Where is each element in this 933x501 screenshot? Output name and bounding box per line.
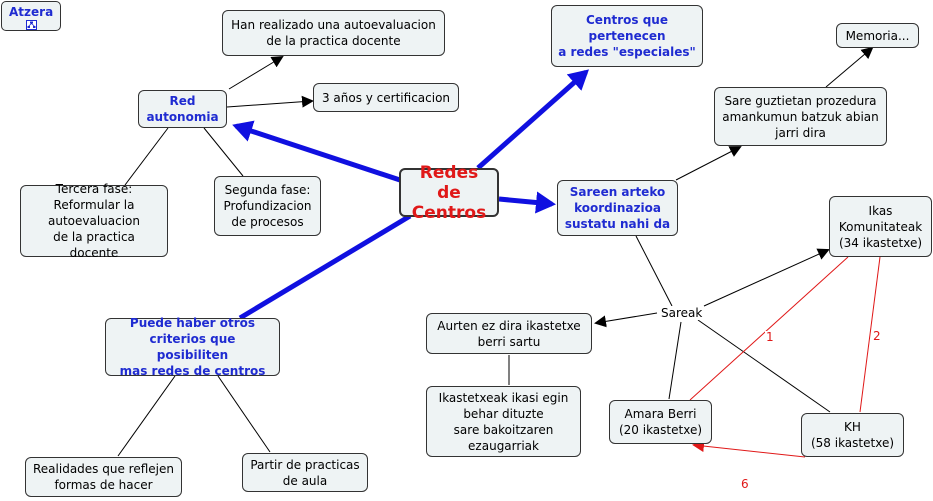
node-tercera-fase[interactable]: Tercera fase: Reformular la autoevaluaci… <box>20 182 168 260</box>
link-saregtz-memoria <box>825 46 874 88</box>
node-autoevaluacion[interactable]: Han realizado una autoevaluacion de la p… <box>222 10 445 56</box>
node-ikastetxeak[interactable]: Ikastetxeak ikasi egin behar dituzte sar… <box>426 386 581 457</box>
node-kh[interactable]: KH (58 ikastetxe) <box>801 413 904 457</box>
node-memoria[interactable]: Memoria... <box>836 23 919 48</box>
node-red-autonomia[interactable]: Red autonomia <box>138 90 227 128</box>
link-puede-realidades <box>117 375 176 457</box>
link-sareen-saregtz <box>675 146 742 181</box>
link-autonomia-tresanos <box>226 95 314 108</box>
node-amara-berri[interactable]: Amara Berri (20 ikastetxe) <box>609 400 712 444</box>
node-sareak[interactable]: Sareak <box>659 306 705 320</box>
atzera-label: Atzera <box>9 5 54 19</box>
link-autonomia-segunda <box>203 127 244 177</box>
atzera-button[interactable]: Atzera <box>1 1 61 31</box>
node-aurten[interactable]: Aurten ez dira ikastetxe berri sartu <box>426 313 592 354</box>
link-kh-ikas <box>859 256 881 413</box>
link-label-amara-ikas: 1 <box>765 330 775 344</box>
node-redes-de-centros[interactable]: Redes de Centros <box>399 163 499 223</box>
link-center-puede <box>238 213 412 321</box>
node-centros-especiales[interactable]: Centros que pertenecen a redes "especial… <box>551 5 703 67</box>
node-segunda-fase[interactable]: Segunda fase: Profundizacion de procesos <box>214 176 321 236</box>
link-sareak-aurten <box>594 312 658 328</box>
node-tres-anos[interactable]: 3 años y certificacion <box>313 83 459 112</box>
map-icon <box>26 20 37 30</box>
link-sareak-ikas <box>703 248 830 307</box>
link-center-sareen <box>498 191 556 214</box>
node-sareen-arteko[interactable]: Sareen arteko koordinazioa sustatu nahi … <box>557 180 678 236</box>
link-autonomia-autoevaluacion <box>228 55 284 90</box>
link-center-especiales <box>476 69 589 170</box>
link-sareak-kh <box>697 319 831 413</box>
link-label-kh-ikas: 2 <box>872 329 882 343</box>
link-kh-amara <box>692 440 806 458</box>
node-realidades[interactable]: Realidades que reflejen formas de hacer <box>25 457 182 497</box>
link-sareen-sareak <box>635 235 673 307</box>
node-ikas-komunitateak[interactable]: Ikas Komunitateak (34 ikastetxe) <box>829 196 932 257</box>
link-autonomia-tercera <box>124 127 169 186</box>
node-partir[interactable]: Partir de practicas de aula <box>242 453 368 492</box>
link-center-autonomia <box>232 120 401 183</box>
link-puede-partir <box>217 375 271 453</box>
link-sareak-amara <box>668 321 682 400</box>
node-sare-guztietan[interactable]: Sare guztietan prozedura amankumun batzu… <box>714 87 887 146</box>
link-amara-ikas <box>689 256 849 401</box>
node-puede-haber[interactable]: Puede haber otros criterios que posibili… <box>105 316 280 378</box>
link-label-kh-amara: 6 <box>740 477 750 491</box>
